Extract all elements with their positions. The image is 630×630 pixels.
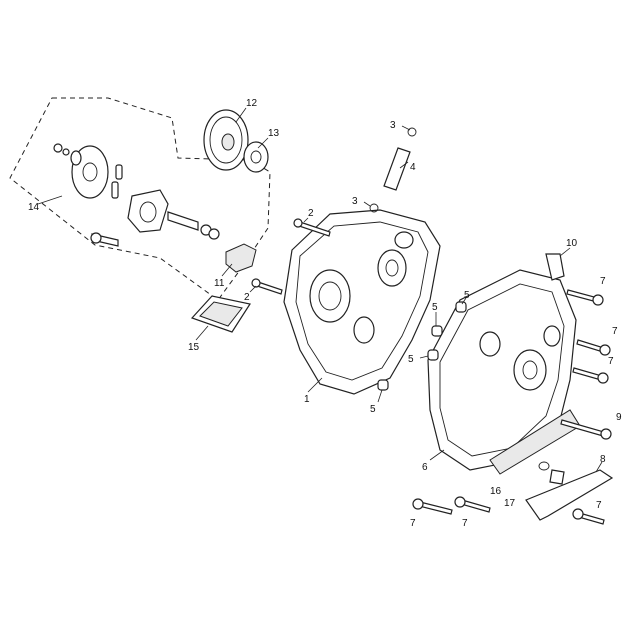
callout-6: 6 [422,462,428,473]
part-11-pump-cover [225,243,257,273]
callouts: 12 13 14 11 15 1 2 2 3 4 3 5 5 5 5 6 10 … [28,98,622,529]
part-5-dowel-d [377,379,389,391]
part-7-bolt-f [572,508,605,525]
callout-5a: 5 [432,302,438,313]
callout-13: 13 [268,128,280,139]
callout-4: 4 [410,162,416,173]
part-1-left-crankcase [283,209,441,395]
callout-10: 10 [566,238,578,249]
part-14-oil-pump-assembly [53,143,220,247]
part-15-strainer-screen [190,295,251,333]
callout-9: 9 [616,412,622,423]
callout-17: 17 [504,498,516,509]
part-5-dowel-c [427,349,439,361]
part-5-dowel-a [431,325,443,337]
part-10-bracket [545,253,565,281]
callout-2a: 2 [308,208,314,219]
part-9-bolt [560,419,612,440]
callout-7b: 7 [612,326,618,337]
part-4-hose [383,147,411,191]
callout-7e: 7 [462,518,468,529]
callout-5b: 5 [464,290,470,301]
callout-5d: 5 [370,404,376,415]
part-5-dowel-b [455,301,467,313]
part-2-bolt-lower [251,278,283,295]
part-7-bolt-a [566,289,604,306]
part-17-drain-plug [549,469,565,485]
callout-7d: 7 [410,518,416,529]
part-12-pulley [203,109,249,171]
group-14-boundary [9,97,271,301]
callout-1: 1 [304,394,310,405]
callout-3b: 3 [352,196,358,207]
callout-3a: 3 [390,120,396,131]
callout-2b: 2 [244,292,250,303]
callout-15: 15 [188,342,200,353]
part-7-bolt-c [572,367,609,384]
callout-14: 14 [28,202,40,213]
part-3-clip-upper [407,127,417,137]
callout-7f: 7 [596,500,602,511]
part-16-washer [538,461,550,471]
part-13-gear [243,141,269,173]
part-3-clip-lower [369,203,379,213]
callout-12: 12 [246,98,258,109]
part-7-bolt-e [454,496,491,513]
part-2-bolt-upper [293,218,331,237]
callout-7c: 7 [608,356,614,367]
callout-11: 11 [214,278,225,289]
part-7-bolt-b [576,339,611,356]
callout-5c: 5 [408,354,414,365]
leader-lines [37,107,603,473]
part-8-bracket-plate [525,469,614,521]
part-6-right-crankcase [427,269,581,475]
callout-8: 8 [600,454,606,465]
callout-7a: 7 [600,276,606,287]
callout-16: 16 [490,486,502,497]
part-7-bolt-d [412,498,453,515]
